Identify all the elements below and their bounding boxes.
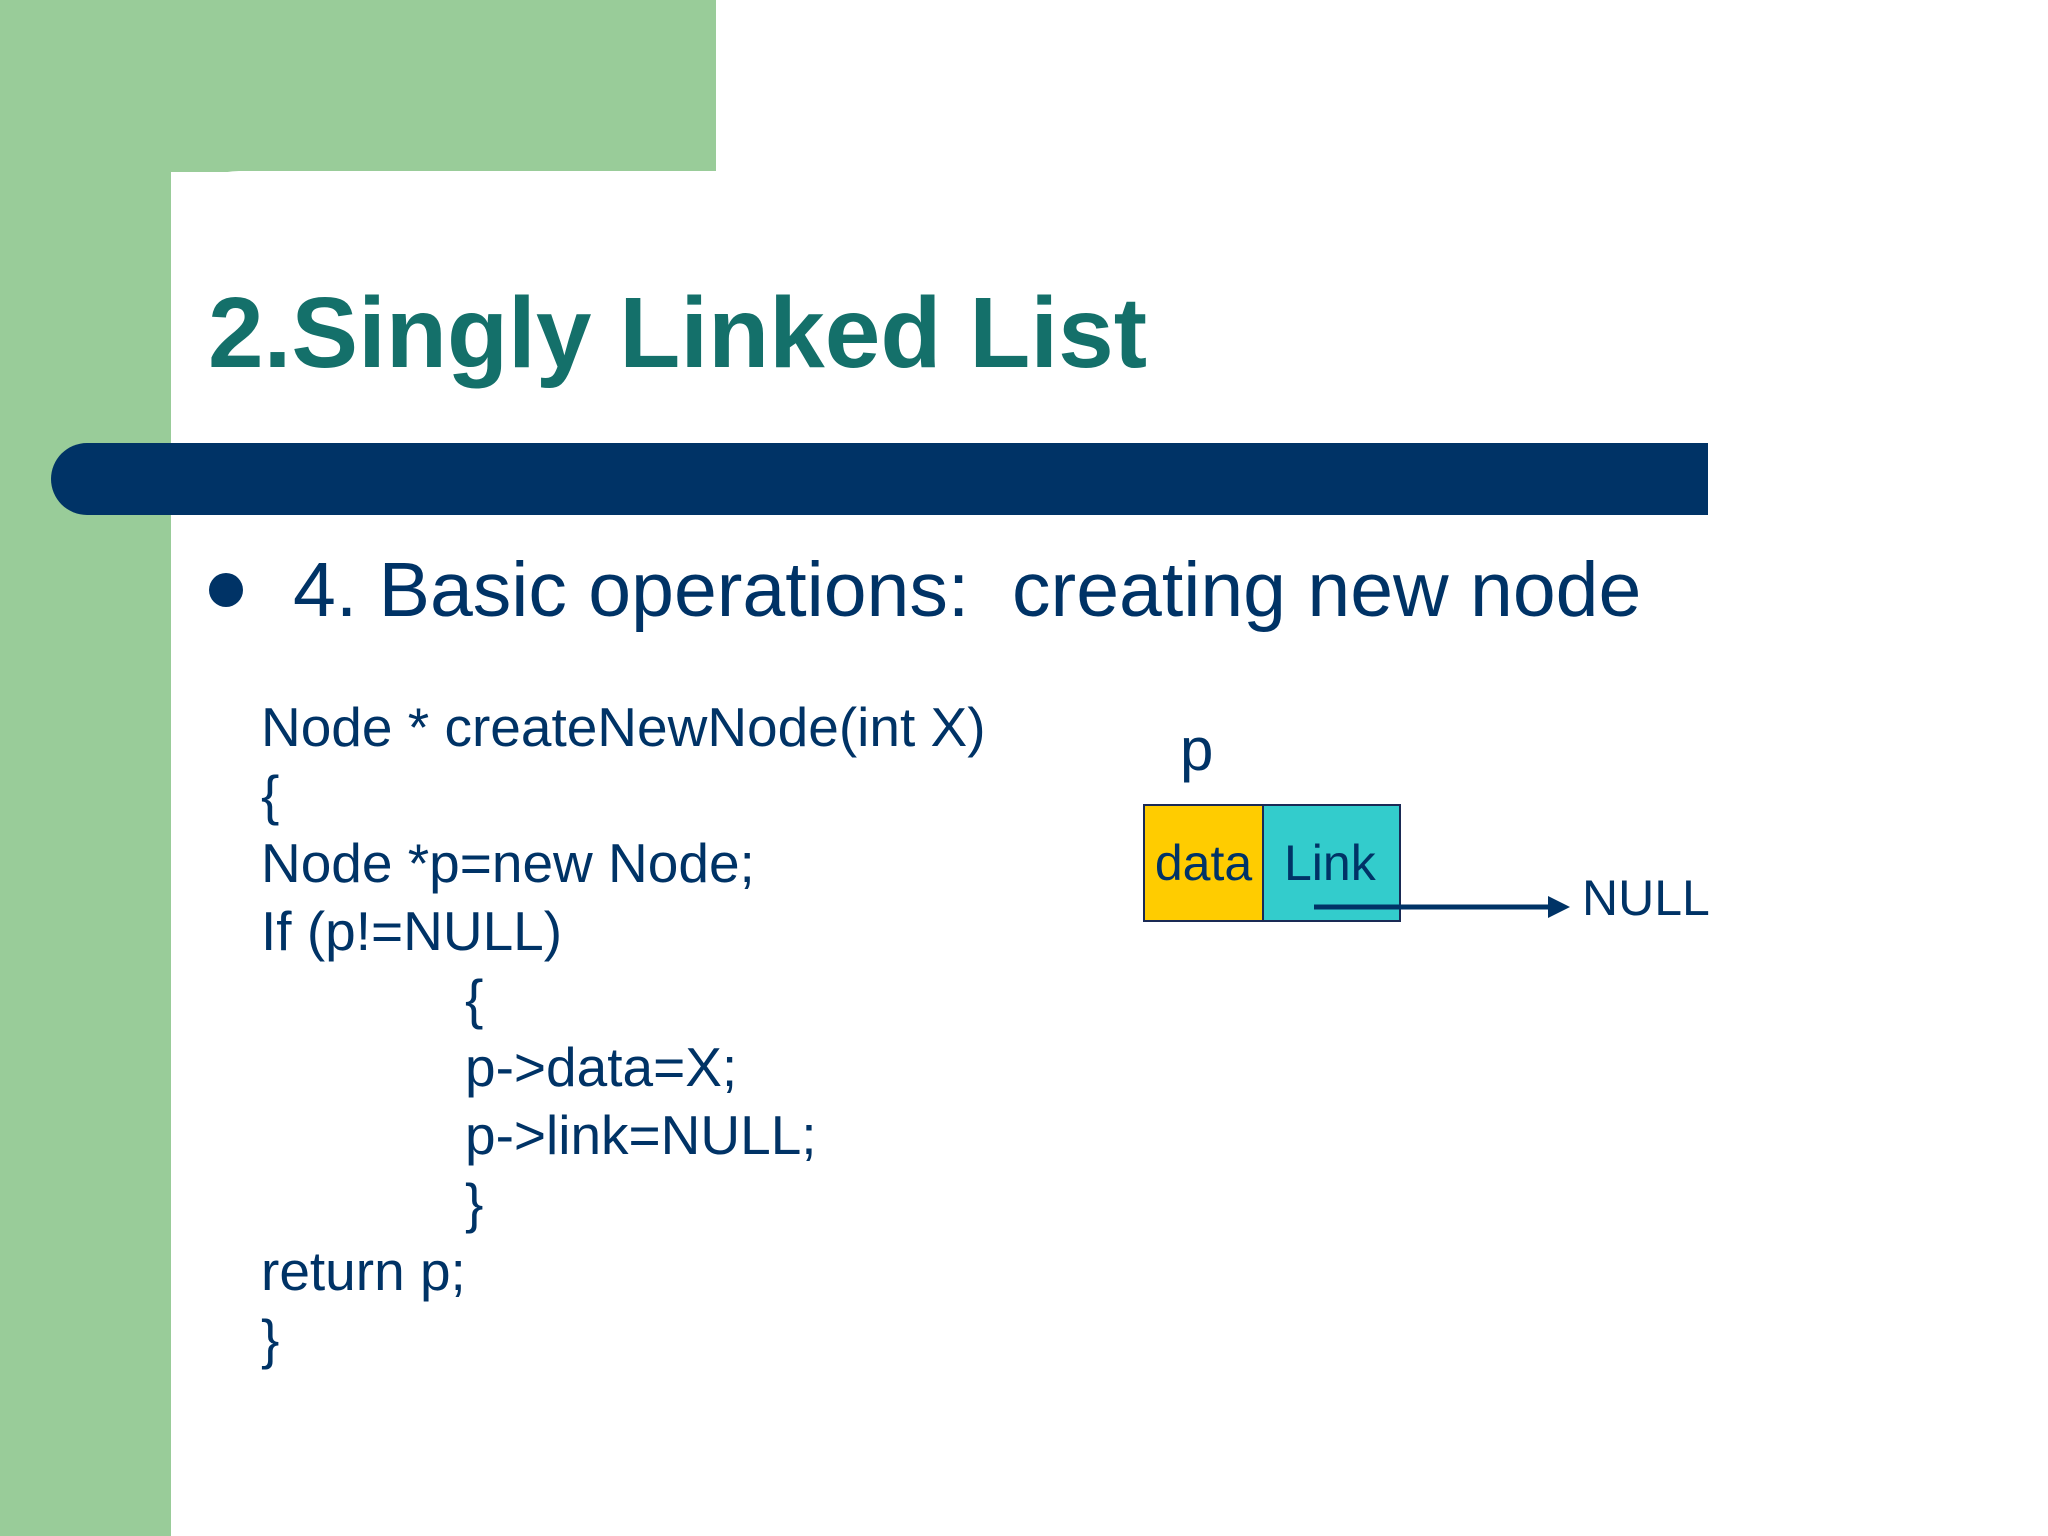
slide-title: 2.Singly Linked List: [208, 277, 1148, 389]
code-line: {: [261, 764, 280, 826]
bullet-item: 4. Basic operations: creating new node: [209, 546, 1642, 633]
node-link-field: Link: [1262, 804, 1401, 922]
code-line: return p;: [261, 1240, 466, 1302]
code-line: Node *p=new Node;: [261, 832, 755, 894]
code-line: }: [465, 1172, 484, 1234]
title-underline-bar: [51, 443, 1708, 515]
code-block: Node * createNewNode(int X) { Node *p=ne…: [261, 693, 986, 1373]
link-arrow-icon: [1314, 896, 1570, 918]
bullet-dot-icon: [209, 573, 243, 607]
null-label: NULL: [1582, 870, 1710, 926]
code-line: p->data=X;: [465, 1036, 738, 1098]
bullet-text: 4. Basic operations: creating new node: [293, 546, 1642, 633]
code-line: Node * createNewNode(int X): [261, 696, 986, 758]
code-line: p->link=NULL;: [465, 1104, 817, 1166]
content-panel: [171, 171, 2048, 1536]
code-line: }: [261, 1308, 280, 1370]
green-accent-left: [0, 0, 171, 1536]
code-line: {: [465, 968, 484, 1030]
node-diagram: p data Link NULL: [1100, 720, 1740, 940]
pointer-label: p: [1180, 716, 1214, 783]
code-line: If (p!=NULL): [261, 900, 563, 962]
